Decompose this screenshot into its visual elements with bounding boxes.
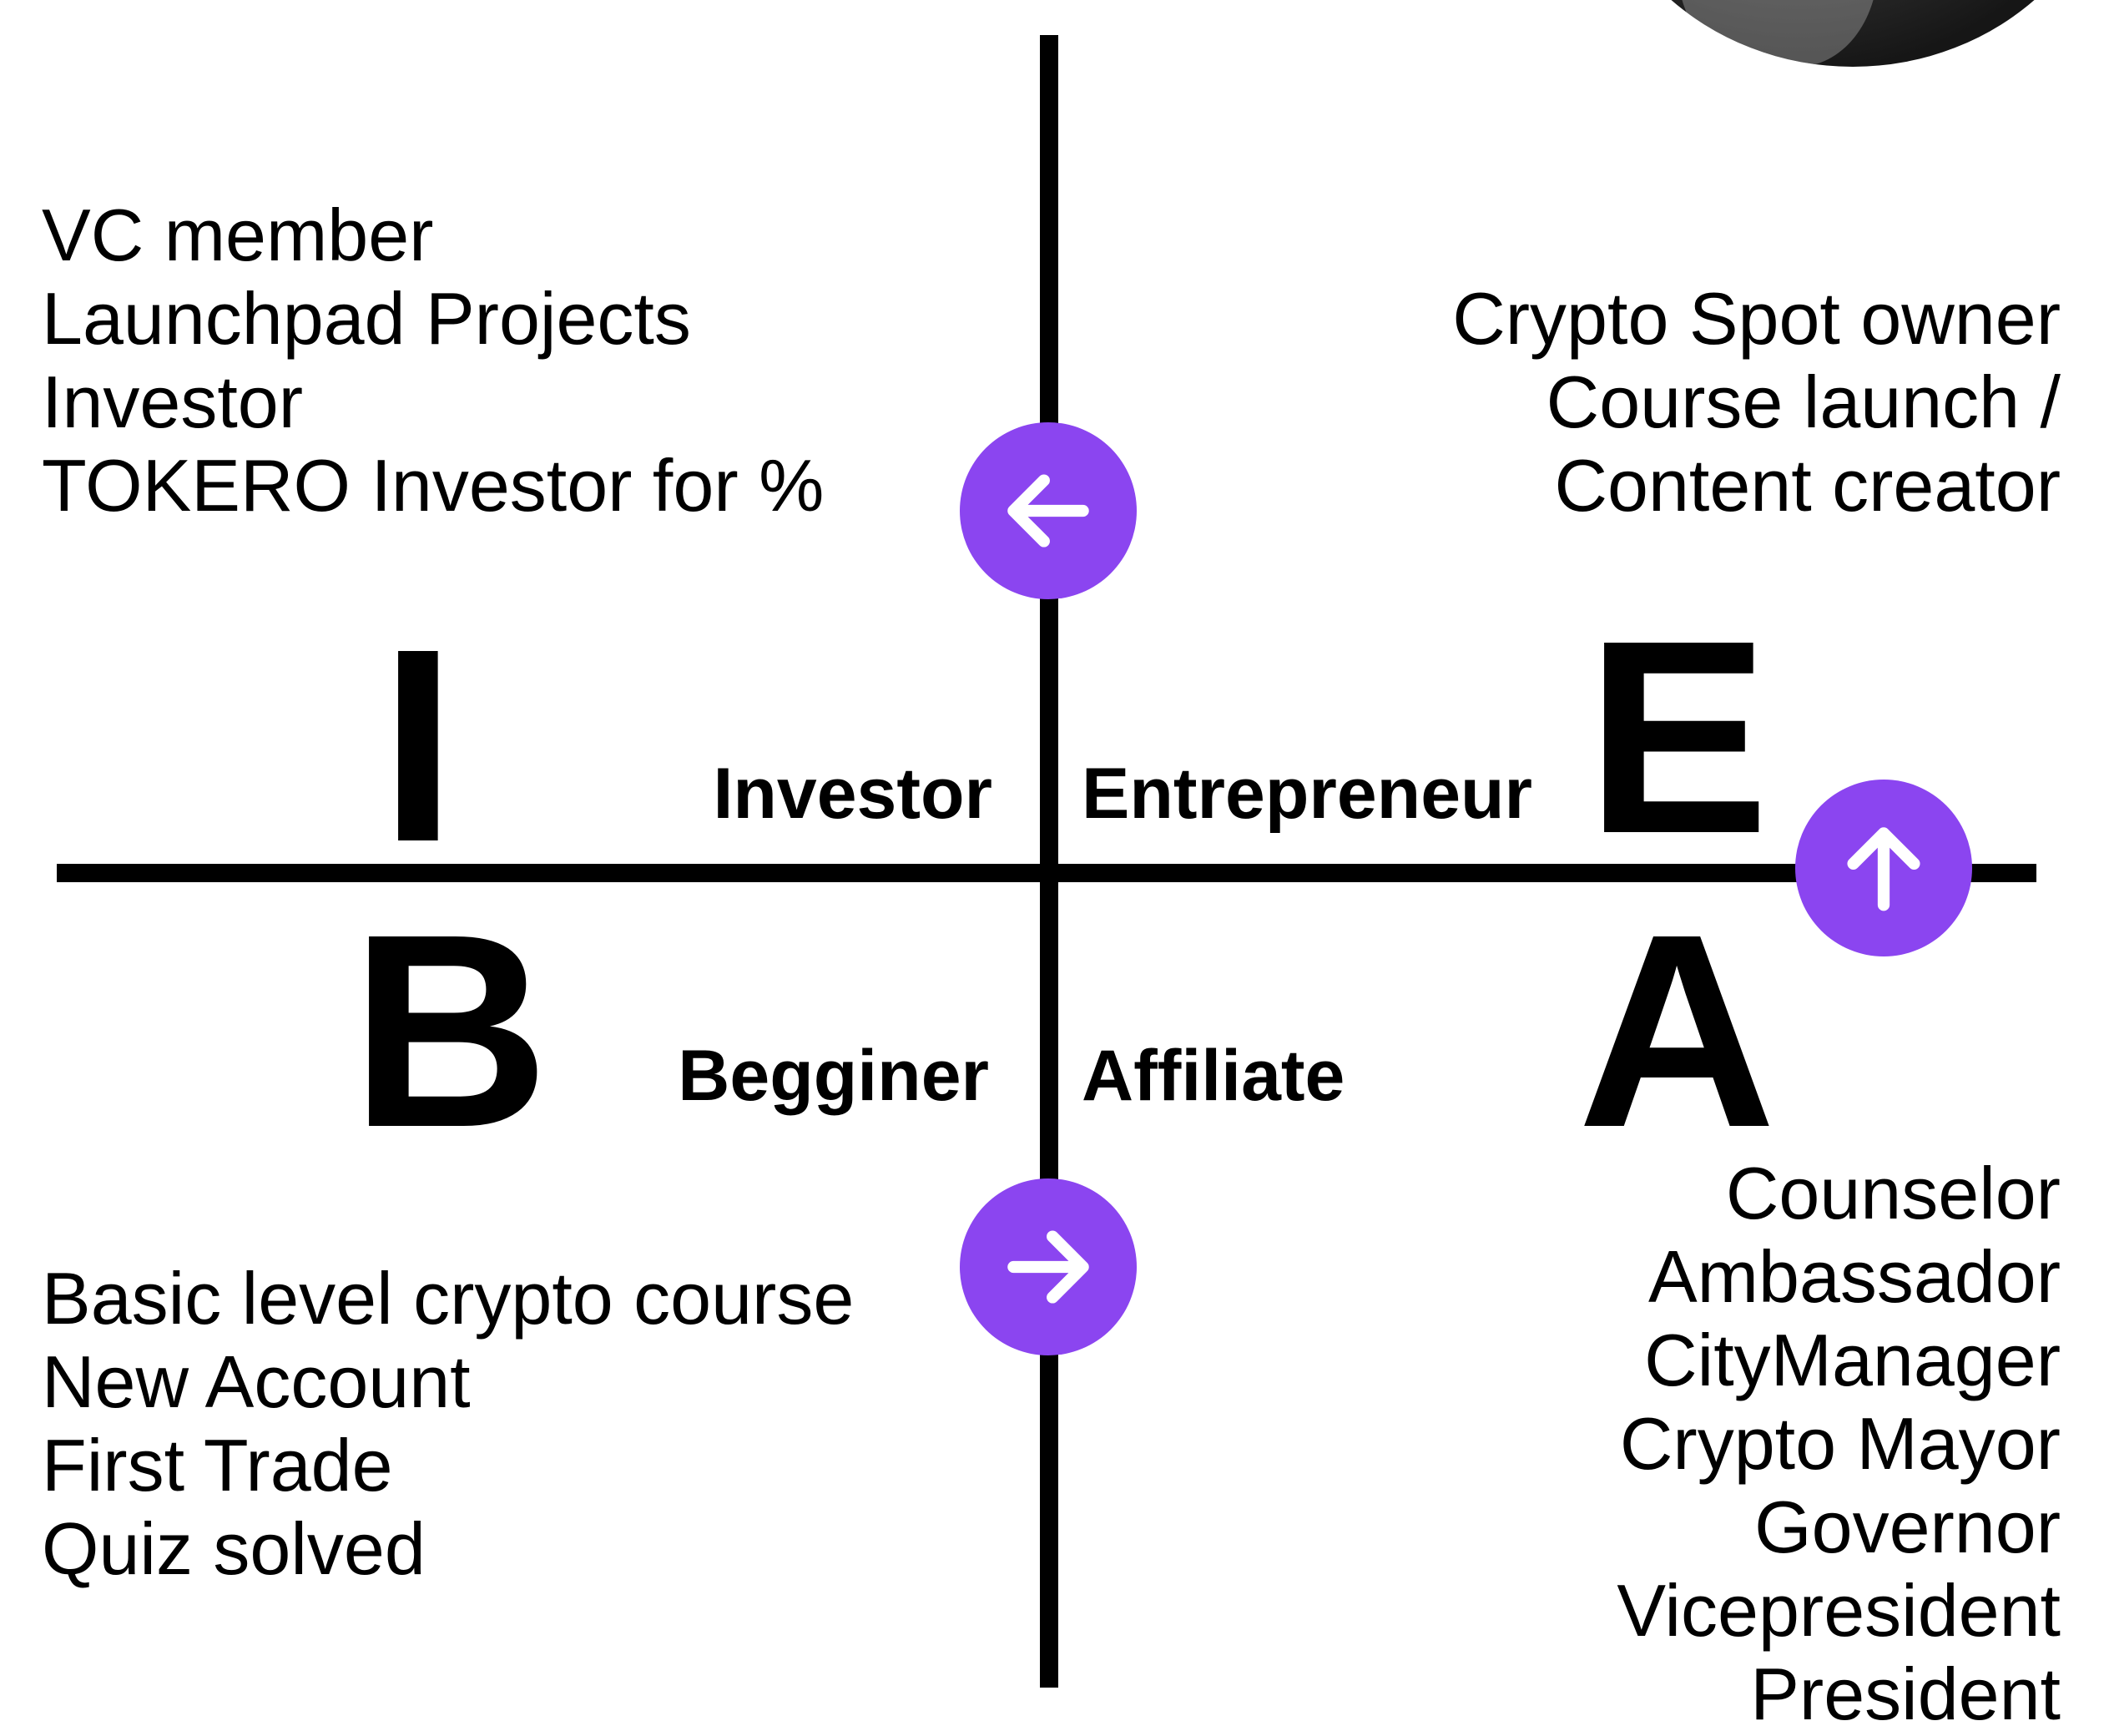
arrow-up-icon xyxy=(1847,827,1920,911)
list-item: Launchpad Projects xyxy=(42,277,691,360)
list-item: Basic level crypto course xyxy=(42,1257,855,1340)
entrepreneur-items-list: Crypto Spot owner Course launch / Conten… xyxy=(1452,277,2061,527)
entrepreneur-label: Entrepreneur xyxy=(1082,754,1533,834)
list-item: Investor xyxy=(42,361,304,443)
investor-items-list: VC member Launchpad Projects Investor TO… xyxy=(42,194,824,527)
arrow-right-icon xyxy=(1007,1230,1089,1304)
list-item: Course launch / xyxy=(1546,361,2061,443)
quadrant-letter-b: B xyxy=(351,876,550,1184)
list-item: Quiz solved xyxy=(42,1507,426,1590)
begginer-label: Begginer xyxy=(678,1036,989,1116)
arrow-left-button[interactable] xyxy=(960,422,1137,599)
list-item: New Account xyxy=(42,1340,471,1423)
list-item: Crypto Mayor xyxy=(1619,1402,2061,1485)
list-item: VC member xyxy=(42,194,434,276)
profile-photo xyxy=(1586,0,2104,67)
arrow-left-icon xyxy=(1007,474,1089,548)
affiliate-items-list: Counselor Ambassador CityManager Crypto … xyxy=(1617,1152,2061,1736)
quadrant-letter-e: E xyxy=(1586,583,1770,891)
list-item: Ambassador xyxy=(1647,1235,2061,1318)
list-item: CityManager xyxy=(1644,1319,2061,1401)
quadrant-letter-i: I xyxy=(380,591,457,899)
begginer-items-list: Basic level crypto course New Account Fi… xyxy=(42,1257,854,1591)
list-item: First Trade xyxy=(42,1424,393,1506)
list-item: Content creator xyxy=(1554,444,2061,527)
affiliate-label: Affiliate xyxy=(1082,1036,1345,1116)
horizontal-axis xyxy=(57,864,2036,882)
list-item: TOKERO Investor for % xyxy=(42,444,825,527)
arrow-right-button[interactable] xyxy=(960,1178,1137,1355)
list-item: President xyxy=(1750,1653,2061,1735)
list-item: Governor xyxy=(1754,1486,2061,1568)
arrow-up-button[interactable] xyxy=(1795,780,1972,956)
investor-label: Investor xyxy=(713,754,992,834)
list-item: Vicepresident xyxy=(1617,1569,2061,1652)
list-item: Counselor xyxy=(1725,1152,2061,1234)
vertical-axis xyxy=(1040,35,1058,1688)
quadrant-letter-a: A xyxy=(1577,876,1777,1184)
list-item: Crypto Spot owner xyxy=(1452,277,2061,360)
